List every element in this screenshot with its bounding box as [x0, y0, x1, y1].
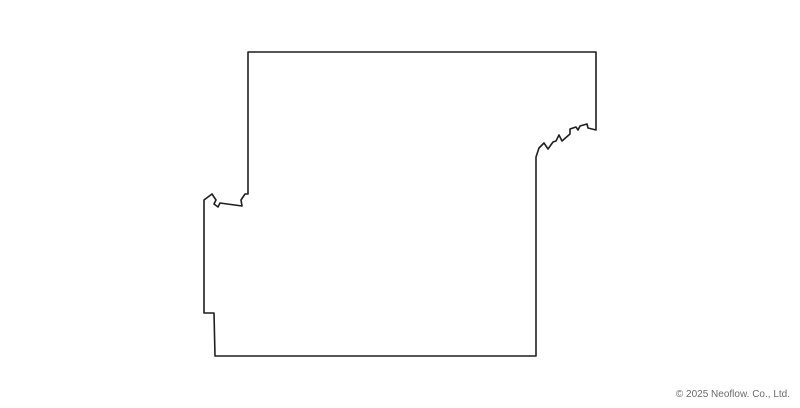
region-outline[interactable] [203, 51, 597, 357]
copyright-text: © 2025 Neoflow. Co., Ltd. [675, 389, 790, 400]
